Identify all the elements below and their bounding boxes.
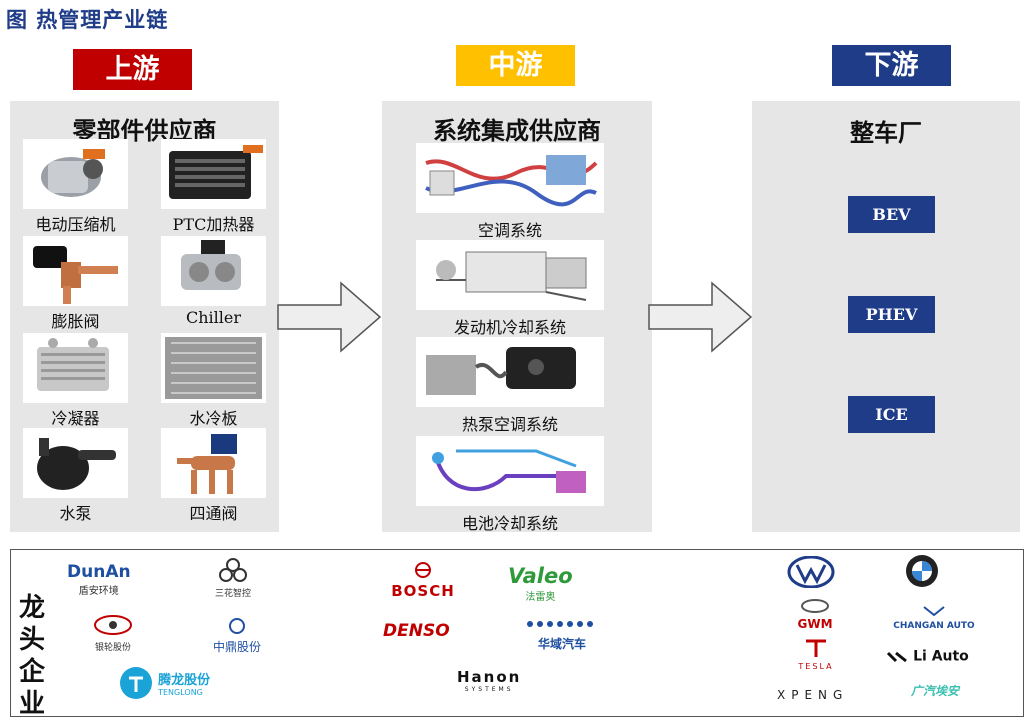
leaders-label: 龙头企业: [19, 593, 46, 719]
logo-denso: DENSO: [383, 621, 450, 641]
engine-cooling-diagram-image: [416, 240, 604, 310]
logo-sanhua: 三花智控: [203, 558, 263, 599]
bmw-logo-icon: [906, 555, 938, 587]
system-label: 热泵空调系统: [461, 415, 558, 434]
volkswagen-logo-icon: [787, 556, 835, 588]
expansion-valve-image: [23, 236, 128, 306]
leading-companies-box: 龙头企业 DunAn 盾安环境 三花智控 银轮股份 中鼎股份 腾龙股份 TENG…: [10, 549, 1024, 719]
compressor-image: [23, 139, 128, 209]
water-pump-image: [23, 428, 128, 498]
chiller-image: [161, 236, 266, 306]
vehicle-type-ice: ICE: [848, 396, 935, 433]
logo-hanon: Hanon SYSTEMS: [457, 668, 522, 693]
vehicle-type-bev: BEV: [848, 196, 935, 233]
logo-dunan: DunAn 盾安环境: [67, 562, 131, 597]
flow-arrow-icon: [648, 281, 753, 353]
vehicle-type-phev: PHEV: [848, 296, 935, 333]
logo-yinlun: 银轮股份: [83, 614, 143, 653]
component-label: 膨胀阀: [51, 312, 100, 331]
flow-arrow-icon: [277, 281, 382, 353]
component-label: PTC加热器: [172, 215, 255, 234]
logo-gwm: GWM: [789, 598, 841, 631]
ptc-heater-image: [161, 139, 266, 209]
logo-changan: CHANGAN AUTO: [872, 602, 996, 631]
component-label: 水泵: [59, 504, 92, 523]
heat-pump-ac-image: [416, 337, 604, 407]
upstream-label: 上游: [73, 49, 192, 90]
downstream-panel: 整车厂 BEV PHEV ICE: [752, 101, 1020, 532]
midstream-label: 中游: [456, 45, 575, 86]
four-way-valve-image: [161, 428, 266, 498]
logo-li-auto: Li Auto: [886, 646, 969, 665]
cold-plate-image: [161, 333, 266, 403]
condenser-image: [23, 333, 128, 403]
component-label: 水冷板: [189, 409, 238, 428]
midstream-panel-title: 系统集成供应商: [433, 116, 601, 145]
system-label: 发动机冷却系统: [453, 318, 566, 337]
logo-tenglong: 腾龙股份 TENGLONG: [119, 666, 210, 700]
midstream-panel: 系统集成供应商 空调系统 发动机冷却系统 热泵空调系统 电池冷却系统: [382, 101, 652, 533]
logo-gac-aion: 广汽埃安: [911, 684, 960, 698]
logo-valeo: Valeo 法雷奥: [508, 564, 573, 603]
component-label: 四通阀: [189, 504, 238, 523]
logo-xpeng: XPENG: [777, 688, 849, 702]
logo-tesla: TESLA: [791, 638, 841, 671]
logo-bosch: BOSCH: [377, 562, 469, 600]
battery-cooling-diagram-image: [416, 436, 604, 506]
upstream-panel: 零部件供应商 电动压缩机 PTC加热器 膨胀阀 Chiller 冷凝器: [10, 101, 279, 532]
downstream-label: 下游: [832, 45, 951, 86]
logo-zhongding: 中鼎股份: [197, 618, 277, 655]
system-label: 空调系统: [477, 221, 542, 240]
ac-system-diagram-image: [416, 143, 604, 213]
system-label: 电池冷却系统: [461, 514, 558, 533]
component-label: 电动压缩机: [35, 215, 116, 234]
downstream-panel-title: 整车厂: [850, 118, 922, 147]
page-title: 图 热管理产业链: [6, 8, 169, 32]
component-label: Chiller: [185, 308, 241, 327]
component-label: 冷凝器: [51, 409, 100, 428]
logo-huayu: 华域汽车: [517, 616, 607, 652]
